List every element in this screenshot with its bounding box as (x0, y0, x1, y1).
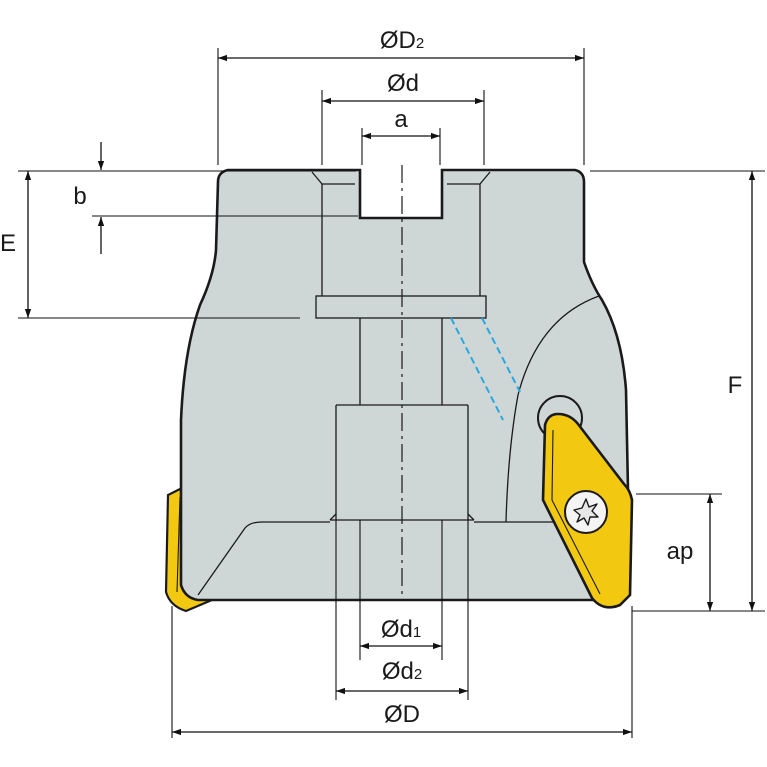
label-d: Ød (387, 70, 419, 97)
label-F: F (728, 372, 743, 399)
through-hole (359, 318, 443, 405)
dim-D: ØD (172, 701, 632, 736)
torx-screw-icon (564, 490, 608, 534)
label-E: E (0, 230, 16, 257)
label-b: b (73, 183, 86, 210)
dim-d: Ød (321, 70, 485, 165)
bottom-face-line (197, 521, 330, 596)
coolant-channel (450, 317, 521, 421)
dim-F: F (590, 170, 765, 612)
label-d1: Ød1 (381, 616, 421, 643)
label-D2: ØD2 (380, 27, 424, 54)
relief-groove (315, 295, 487, 319)
dim-d1: Ød1 (360, 616, 442, 650)
label-a: a (394, 106, 408, 133)
dim-b: b (73, 142, 358, 254)
counterbore-chamfer (329, 513, 475, 521)
label-D: ØD (384, 701, 420, 728)
dim-d2: Ød2 (336, 658, 468, 695)
right-insert-edge (551, 429, 601, 595)
cutter-body (179, 168, 630, 602)
left-insert-inner (176, 496, 181, 593)
bore-walls (321, 184, 481, 296)
label-ap: ap (667, 538, 694, 565)
dim-E: E (0, 170, 300, 319)
dim-D2: ØD2 (217, 27, 585, 165)
label-d2: Ød2 (382, 658, 422, 685)
chip-pocket-curve (505, 295, 600, 523)
dim-ap: ap (636, 493, 722, 611)
dim-a: a (361, 106, 441, 165)
bottom-extension-lines (171, 520, 633, 738)
